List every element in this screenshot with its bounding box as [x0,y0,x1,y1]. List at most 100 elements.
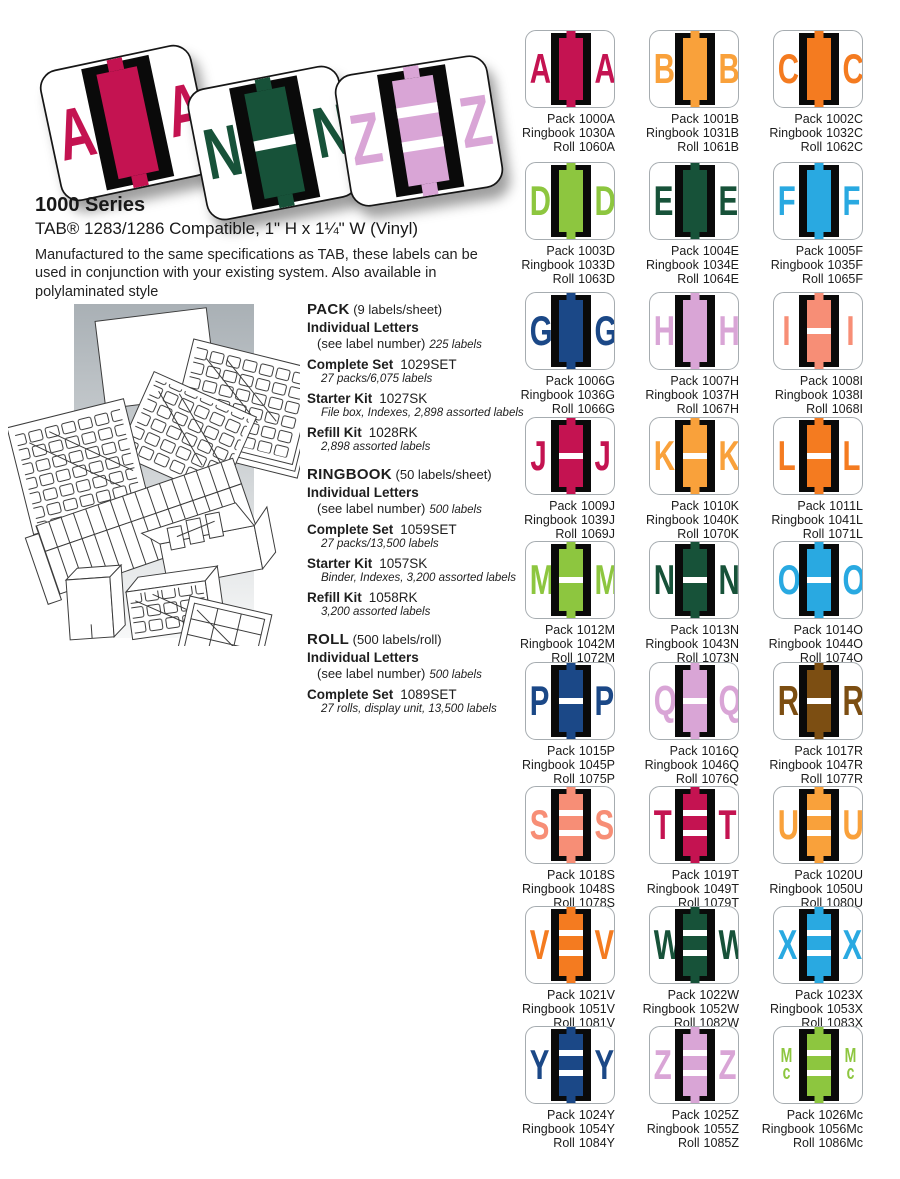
pack-code: 1002C [826,112,863,126]
order-item: Complete Set 1059SET 27 packs/13,500 lab… [307,522,457,550]
ringbook-code: 1053X [826,1002,863,1017]
label-letter: G [529,307,553,354]
order-item: Refill Kit 1058RK 3,200 assorted labels [307,590,431,618]
section-qualifier: (9 labels/sheet) [353,302,443,317]
label-color-block [799,663,839,739]
roll-code: 1062C [826,140,863,155]
label-color-block [551,542,591,618]
ordering-section-pack: PACK (9 labels/sheet) Individual Letters… [307,301,524,453]
order-item: Individual Letters (see label number) 50… [307,650,482,681]
label-color-block [675,31,715,107]
label-letter: U [842,801,863,848]
label-color-block [551,163,591,239]
ringbook-code: 1046Q [701,758,739,773]
label-letter: M c [844,1045,857,1084]
label-tab: O O [773,541,863,619]
label-tab: K K [649,417,739,495]
ringbook-code: 1043N [702,637,739,652]
label-letter: N [197,108,249,196]
roll-code: 1072M [576,651,615,666]
description-text: Manufactured to the same specifications … [35,247,478,300]
label-letter: K [718,432,739,479]
label-letter: T [653,801,672,848]
compatibility-line: TAB® 1283/1286 Compatible, 1" H x 1¼" W … [35,219,419,238]
label-notch [814,31,824,38]
label-letter: C [842,45,863,92]
label-color-block [377,64,465,198]
label-color-block [675,418,715,494]
label-tab: E E [649,162,739,240]
label-letter: H [718,307,739,354]
label-notch [566,611,576,618]
label-color-block [799,1027,839,1103]
label-tab: J J [525,417,615,495]
label-notch [566,542,576,549]
label-tab: T T [649,786,739,864]
roll-code: 1075P [578,772,615,787]
label-tab: N N [649,541,739,619]
label-letter: V [594,921,615,968]
label-notch [690,293,700,300]
order-item: Complete Set 1089SET 27 rolls, display u… [307,687,497,715]
label-letter: C [777,45,799,92]
label-color-block [799,907,839,983]
label-notch [814,907,824,914]
label-letter: E [653,177,674,224]
ringbook-code: 1032C [826,126,863,141]
order-item-code: 1057SK [379,556,428,571]
roll-code: 1073N [702,651,739,666]
roll-code: 1086Mc [818,1136,863,1151]
label-color-block [799,293,839,369]
label-tab: B B [649,30,739,108]
pack-code: 1003D [578,244,615,258]
label-color-block [675,787,715,863]
pack-code: 1007H [702,374,739,388]
label-notch [814,418,824,425]
label-color-block [675,542,715,618]
order-item-name: Complete Set [307,687,394,702]
pack-code: 1020U [826,868,863,882]
pack-code: 1005F [827,244,863,258]
page-title: 1000 Series [35,194,146,216]
label-tab: P P [525,662,615,740]
label-letter: M [594,559,614,601]
label-letter: V [529,921,550,968]
label-notch [566,31,576,38]
pack-code: 1026Mc [818,1108,863,1122]
ringbook-code: 1049T [703,882,739,897]
label-letter: L [842,432,861,479]
ringbook-code: 1037H [702,388,739,403]
label-notch [566,663,576,670]
label-notch [690,418,700,425]
order-item: Individual Letters (see label number) 22… [307,320,482,351]
order-item: Starter Kit 1027SK File box, Indexes, 2,… [307,391,524,419]
order-item-name: Refill Kit [307,590,362,605]
order-item-name: Complete Set [307,357,394,372]
label-letter: Q [718,680,738,722]
label-tab: M c M c [773,1026,863,1104]
label-tab: D D [525,162,615,240]
label-letter: F [842,177,861,224]
label-notch [566,100,576,107]
pack-code: 1004E [702,244,739,258]
pack-code: 1024Y [578,1108,615,1122]
order-item-name: Complete Set [307,522,394,537]
pack-code: 1019T [703,868,739,882]
label-notch [566,418,576,425]
label-letter: Z [454,78,498,164]
roll-code: 1067H [702,402,739,417]
